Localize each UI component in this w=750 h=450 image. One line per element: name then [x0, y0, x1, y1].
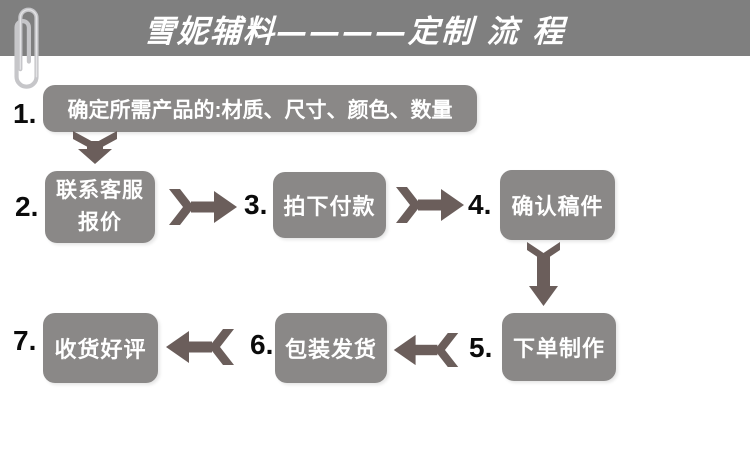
step-number-6: 6.: [250, 329, 274, 360]
step-label-3: 拍下付款: [283, 194, 376, 219]
page-title: 雪妮辅料————定制 流 程: [143, 13, 567, 50]
right-arrow-icon: [169, 189, 237, 225]
step-number-7: 7.: [13, 325, 37, 356]
step-box-5: 下单制作: [502, 313, 616, 381]
step-box-2: 联系客服 报价: [45, 171, 155, 243]
step-number-3: 3.: [244, 189, 268, 220]
step-box-1: 确定所需产品的:材质、尺寸、颜色、数量: [43, 85, 477, 132]
step-number-1: 1.: [13, 98, 37, 129]
step-label-1: 确定所需产品的:材质、尺寸、颜色、数量: [67, 98, 453, 122]
header-banner: 雪妮辅料————定制 流 程: [0, 0, 750, 56]
step-number-4: 4.: [468, 189, 492, 220]
step-box-3: 拍下付款: [273, 172, 386, 238]
step-label-6: 包装发货: [284, 337, 377, 362]
left-arrow-icon: [166, 329, 234, 365]
step-label-2: 联系客服 报价: [56, 179, 144, 234]
step-label-7: 收货好评: [54, 337, 147, 362]
step-box-6: 包装发货: [275, 313, 387, 383]
step-label-5: 下单制作: [512, 336, 605, 361]
step-box-7: 收货好评: [43, 313, 158, 383]
down-arrow-icon: [527, 242, 560, 306]
step-number-2: 2.: [15, 191, 39, 222]
step-number-5: 5.: [469, 332, 493, 363]
paperclip-icon: [14, 7, 39, 89]
down-arrow-icon: [73, 131, 117, 164]
left-arrow-icon: [393, 332, 459, 368]
right-arrow-icon: [396, 187, 464, 223]
step-label-4: 确认稿件: [511, 194, 604, 219]
step-box-4: 确认稿件: [500, 170, 615, 240]
